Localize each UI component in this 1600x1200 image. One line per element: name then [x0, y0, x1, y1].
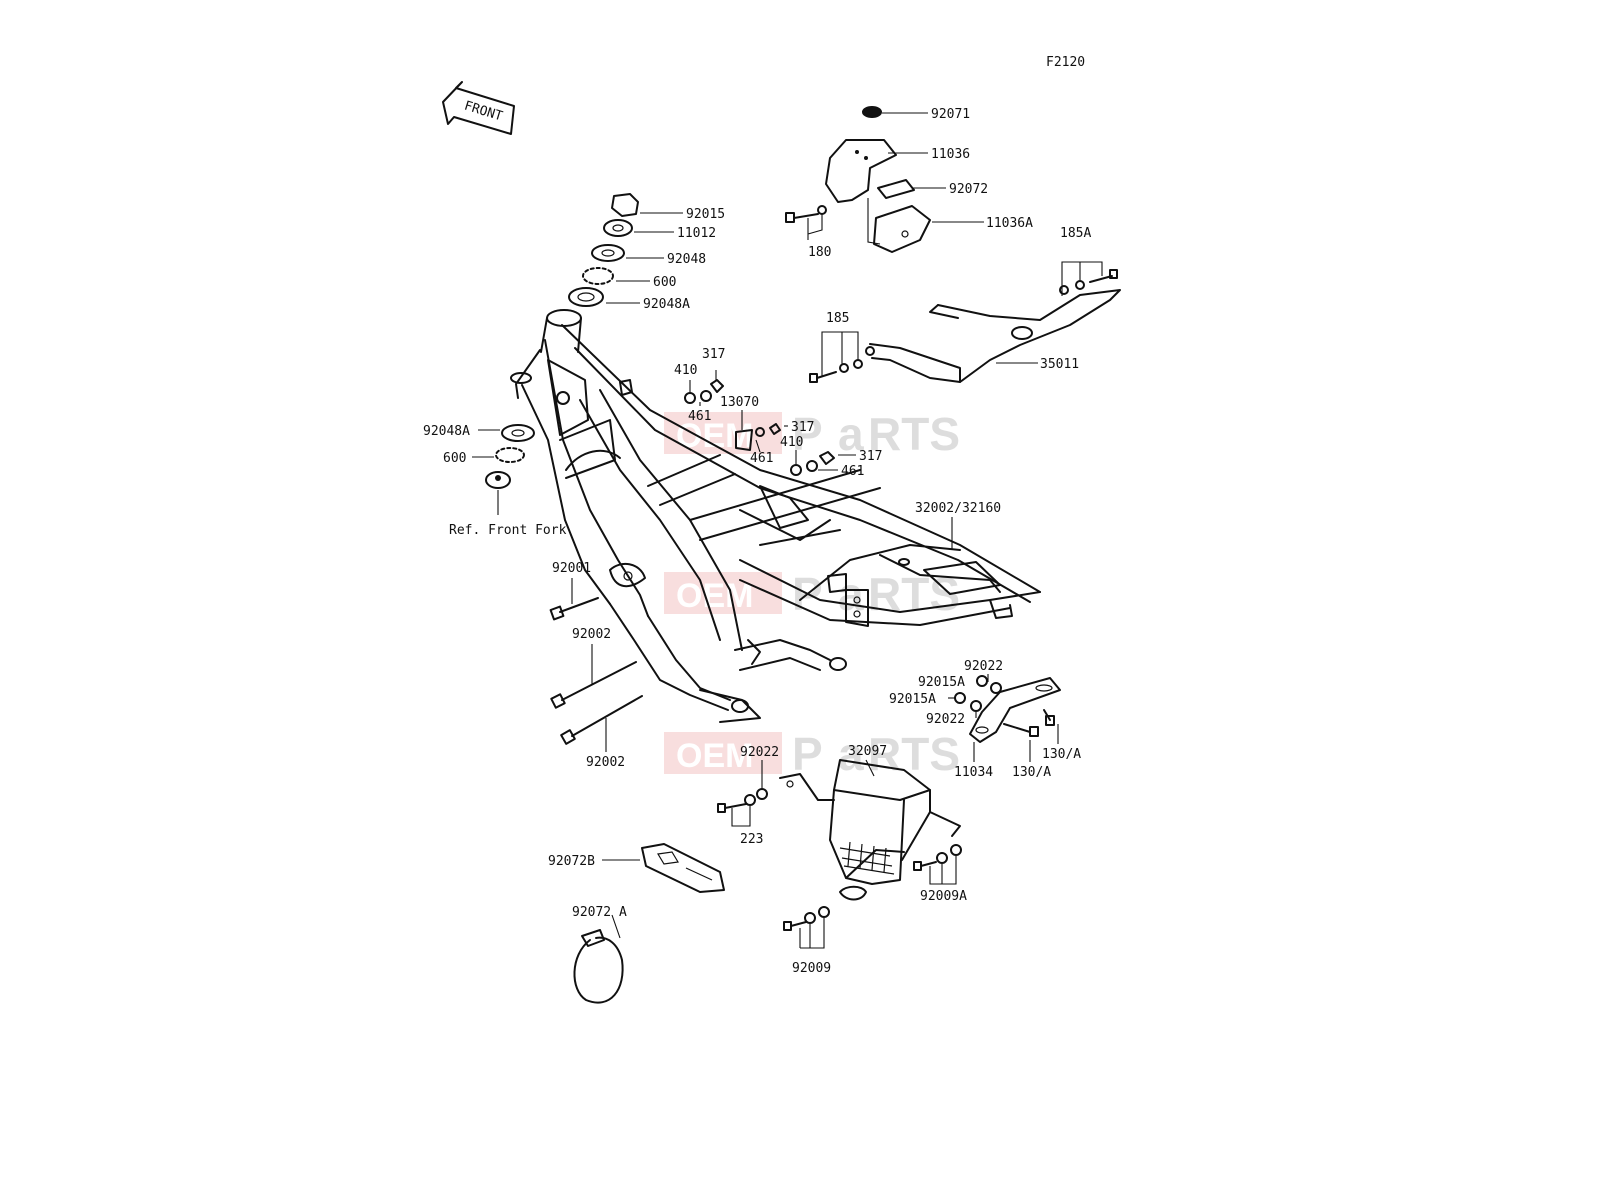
callout-317-b: 317 [791, 420, 814, 435]
part-92009: 92009 [783, 906, 831, 976]
callout-600-top: 600 [653, 275, 676, 290]
callout-11036: 11036 [931, 147, 970, 162]
callout-32097: 32097 [848, 744, 887, 759]
callout-92015A-a: 92015A [918, 675, 965, 690]
front-arrow-icon: FRONT [442, 81, 515, 135]
callout-92002-lower: 92002 [586, 755, 625, 770]
callout-410-b: 410 [780, 435, 803, 450]
watermark-text: OEM [676, 737, 753, 775]
diagram-code: F2120 [1046, 55, 1085, 70]
callout-11034: 11034 [954, 765, 993, 780]
callout-92022-b: 92022 [926, 712, 965, 727]
reference-note: Ref. Front Fork [449, 523, 567, 538]
callout-92002-upper: 92002 [572, 627, 611, 642]
callout-92022-c: 92022 [740, 745, 779, 760]
callout-35011: 35011 [1040, 357, 1079, 372]
part-92048: 92048 [591, 244, 706, 267]
callout-185: 185 [826, 311, 849, 326]
part-92002-lower: 92002 [560, 695, 643, 770]
callout-92009: 92009 [792, 961, 831, 976]
callout-92072: 92072 [949, 182, 988, 197]
part-32002-32160: 32002/32160 [915, 501, 1001, 550]
watermark-text: RTS [868, 568, 960, 620]
callout-180: 180 [808, 245, 831, 260]
part-92001: 92001 [549, 561, 599, 621]
callout-92015A-b: 92015A [889, 692, 936, 707]
part-180: 180 [785, 205, 831, 260]
part-11036A: 11036A [867, 198, 1033, 253]
callout-92048A-top: 92048A [643, 297, 690, 312]
callout-92071: 92071 [931, 107, 970, 122]
part-223-92022: 223 92022 [717, 745, 779, 847]
callout-461-b: 461 [750, 451, 773, 466]
part-92022-92015A: 92022 92015A 92015A 92022 [889, 659, 1003, 727]
callout-185A: 185A [1060, 226, 1091, 241]
callout-223: 223 [740, 832, 763, 847]
part-35011: 35011 [865, 289, 1121, 383]
part-92071: 92071 [862, 106, 970, 122]
part-11034: 11034 [954, 677, 1061, 780]
part-600-top: 600 [582, 267, 676, 290]
watermark-text: RTS [868, 728, 960, 780]
callout-92022-a: 92022 [964, 659, 1003, 674]
part-92048A-top: 92048A [568, 287, 690, 312]
watermark-text: a [838, 728, 864, 780]
callout-317-c: 317 [859, 449, 882, 464]
part-32097: 32097 [779, 744, 961, 901]
callout-600-lower: 600 [443, 451, 466, 466]
part-130A: 130/A 130/A [1003, 709, 1081, 780]
part-92015: 92015 [611, 193, 725, 222]
part-92048A-lower: 92048A [423, 424, 535, 442]
frame-assembly [510, 309, 1041, 723]
part-92072B: 92072B [548, 843, 725, 893]
callout-130A-a: 130/A [1012, 765, 1051, 780]
watermark-text: P [792, 408, 823, 460]
watermark-text: P [792, 728, 823, 780]
callout-13070: 13070 [720, 395, 759, 410]
front-fork-ref: Ref. Front Fork [449, 471, 567, 538]
callout-92048A-lower: 92048A [423, 424, 470, 439]
part-92009A: 92009A [913, 844, 967, 904]
callout-11036A: 11036A [986, 216, 1033, 231]
callout-92015: 92015 [686, 207, 725, 222]
part-11036: 11036 [825, 139, 970, 203]
watermark: OEM P a RTS OEM P a RTS OEM P a RTS [664, 408, 960, 780]
callout-92072A: 92072 A [572, 905, 627, 920]
part-11012: 11012 [603, 219, 716, 241]
part-hardware-upper: 317 410 461 [674, 347, 725, 424]
watermark-text: a [838, 568, 864, 620]
callout-461-a: 461 [688, 409, 711, 424]
callout-32002-32160: 32002/32160 [915, 501, 1001, 516]
part-92072A: 92072 A [572, 905, 627, 1004]
part-185A: 185A [1059, 226, 1118, 296]
part-185: 185 [809, 311, 863, 383]
callout-317-a: 317 [702, 347, 725, 362]
part-92072: 92072 [877, 179, 988, 199]
watermark-text: RTS [868, 408, 960, 460]
callout-92009A: 92009A [920, 889, 967, 904]
watermark-text: a [838, 408, 864, 460]
part-13070: 13070 317 461 [720, 395, 814, 466]
callout-92072B: 92072B [548, 854, 595, 869]
part-600-lower: 600 [443, 447, 525, 466]
callout-92001: 92001 [552, 561, 591, 576]
part-hardware-lower: 410 317 461 [780, 435, 882, 479]
callout-11012: 11012 [677, 226, 716, 241]
callout-461-c: 461 [841, 464, 864, 479]
callout-410-a: 410 [674, 363, 697, 378]
watermark-text: OEM [676, 577, 753, 615]
callout-92048: 92048 [667, 252, 706, 267]
callout-130A-b: 130/A [1042, 747, 1081, 762]
part-92002-upper: 92002 [550, 627, 637, 709]
